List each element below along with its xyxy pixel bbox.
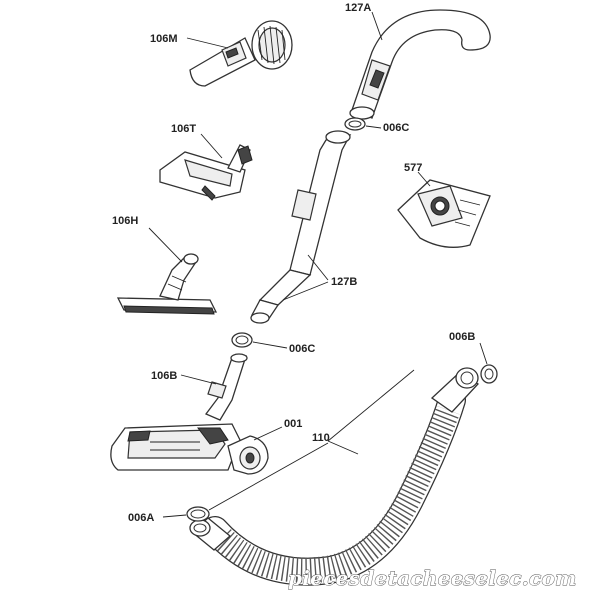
- part-106B-floor-brush: [110, 353, 248, 471]
- label-006C-top: 006C: [383, 122, 409, 134]
- part-106T-turbo-nozzle: [159, 144, 253, 201]
- part-006C-ring-top: [344, 117, 366, 131]
- part-106H-hard-floor-nozzle: [116, 253, 218, 315]
- part-127B-telescopic-tube: [250, 130, 352, 324]
- label-006A: 006A: [128, 512, 154, 524]
- label-006B: 006B: [449, 331, 475, 343]
- part-577-filter-bag: [397, 179, 491, 248]
- part-127A-handle: [349, 9, 491, 120]
- part-001-valve: [227, 435, 269, 475]
- label-106H: 106H: [112, 215, 138, 227]
- part-110-flexible-hose: [189, 367, 479, 586]
- watermark-text: piecesdetacheeselec.com: [288, 566, 577, 590]
- label-106T: 106T: [171, 123, 196, 135]
- label-001: 001: [284, 418, 302, 430]
- label-127B: 127B: [331, 276, 357, 288]
- part-006B-ring: [480, 364, 498, 384]
- label-110: 110: [312, 432, 330, 444]
- label-106B: 106B: [151, 370, 177, 382]
- part-006C-ring-middle: [231, 332, 253, 348]
- label-577: 577: [404, 162, 422, 174]
- label-006C-mid: 006C: [289, 343, 315, 355]
- label-106M: 106M: [150, 33, 178, 45]
- label-127A: 127A: [345, 2, 371, 14]
- part-006A-ring: [186, 506, 210, 522]
- part-106M-brush-nozzle: [189, 20, 293, 87]
